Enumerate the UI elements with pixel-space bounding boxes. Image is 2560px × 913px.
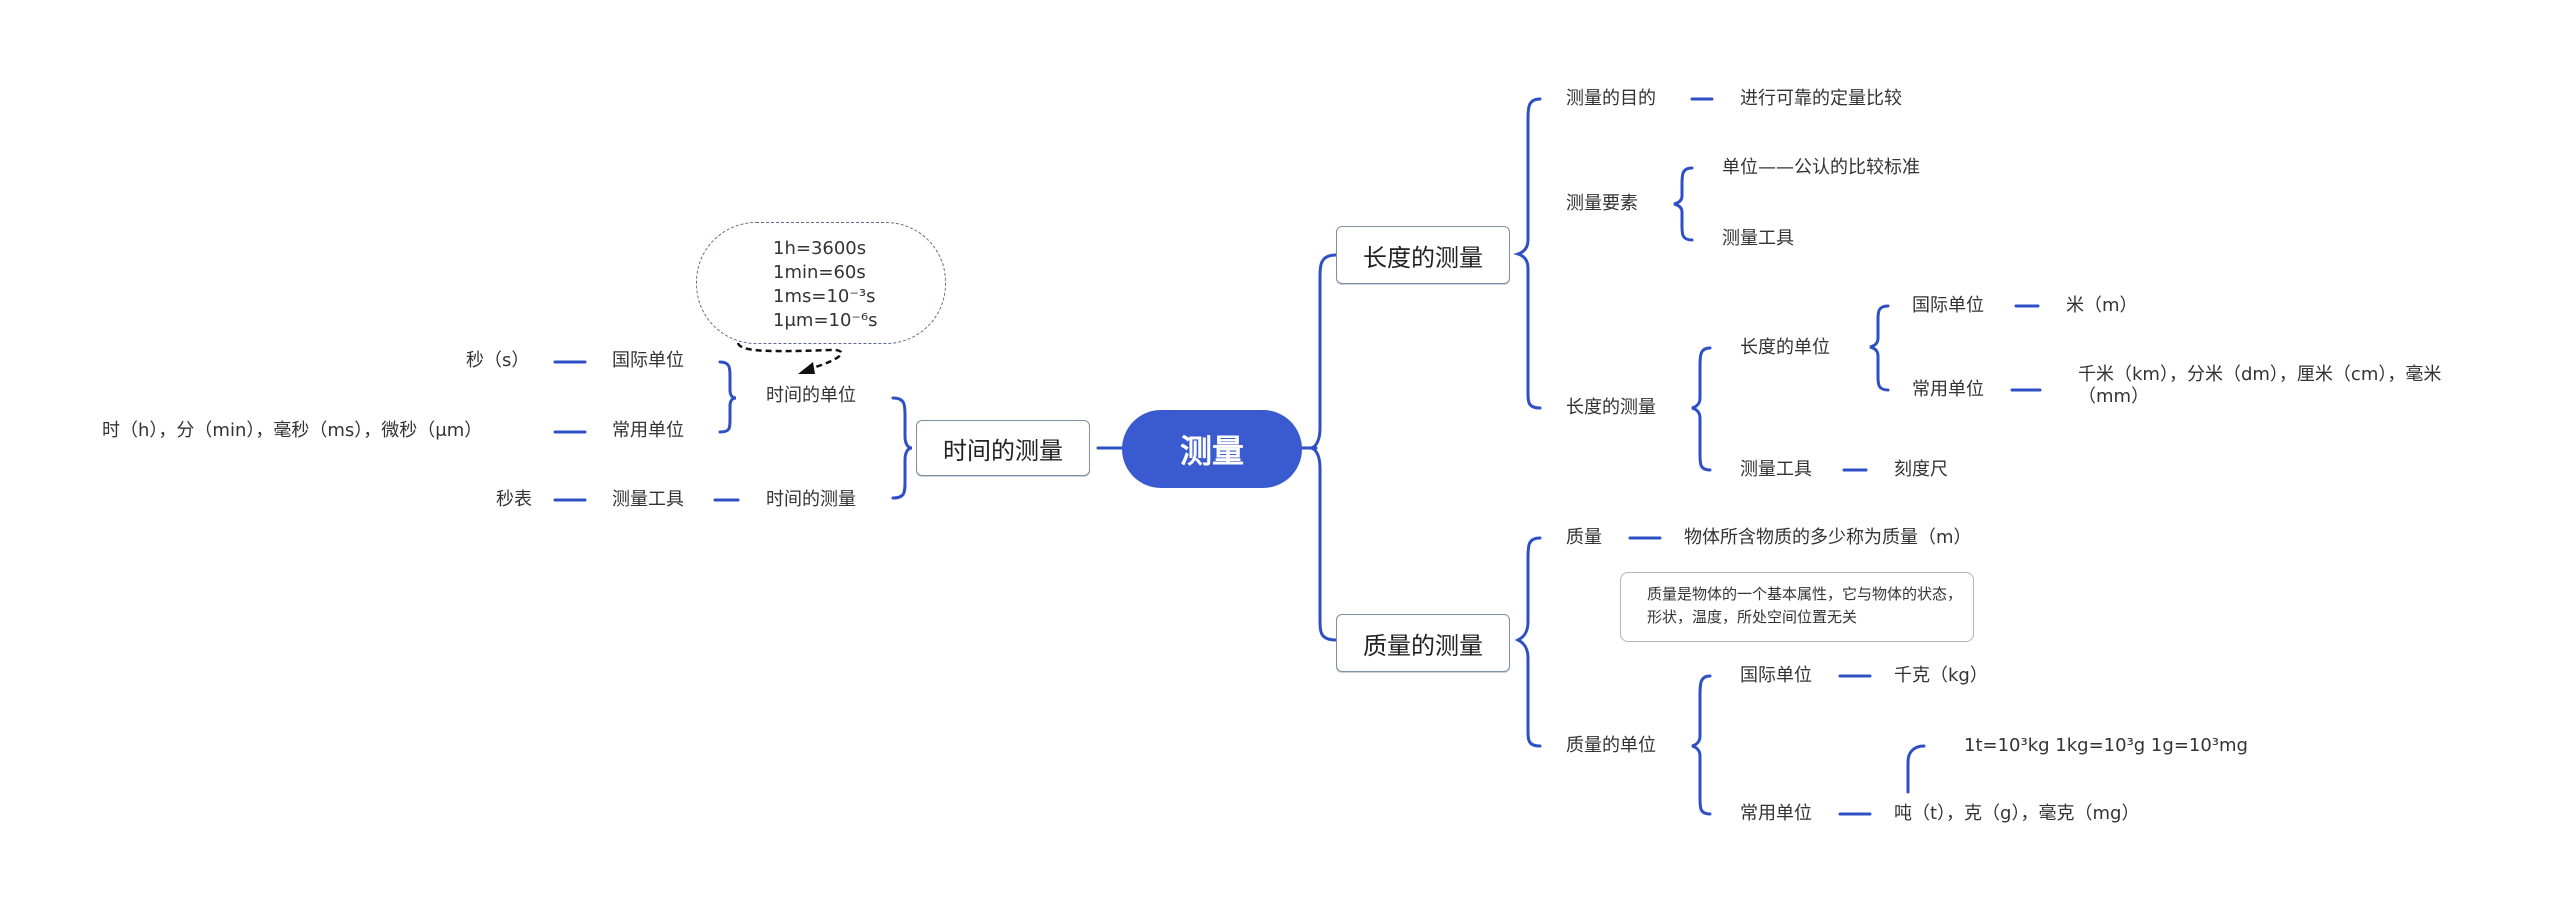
length-si-unit-value[interactable]: 米（m）: [2066, 295, 2138, 316]
time-measure-node[interactable]: 时间的测量: [766, 489, 856, 510]
mass-si-unit-label[interactable]: 国际单位: [1740, 665, 1812, 686]
mass-si-unit-value[interactable]: 千克（kg）: [1894, 665, 1988, 686]
mass-measurement-node[interactable]: 质量的测量: [1336, 614, 1510, 672]
length-si-unit-label[interactable]: 国际单位: [1912, 295, 1984, 316]
length-elements-label[interactable]: 测量要素: [1566, 193, 1638, 214]
time-si-unit-label[interactable]: 国际单位: [612, 350, 684, 371]
time-unit-node[interactable]: 时间的单位: [766, 385, 856, 406]
root-node[interactable]: 测量: [1122, 410, 1302, 488]
mass-common-unit-label[interactable]: 常用单位: [1740, 803, 1812, 824]
time-tool-value[interactable]: 秒表: [496, 489, 532, 510]
length-tool-value[interactable]: 刻度尺: [1894, 459, 1948, 480]
length-purpose-value[interactable]: 进行可靠的定量比较: [1740, 88, 1902, 109]
time-conversion-bubble[interactable]: 1h=3600s 1min=60s 1ms=10⁻³s 1μm=10⁻⁶s: [696, 222, 946, 344]
time-measurement-node[interactable]: 时间的测量: [916, 420, 1090, 476]
mass-note[interactable]: 质量是物体的一个基本属性，它与物体的状态，形状，温度，所处空间位置无关: [1620, 572, 1974, 642]
conversion-line: 1min=60s: [773, 262, 866, 283]
mass-common-unit-value[interactable]: 吨（t），克（g），毫克（mg）: [1894, 803, 2140, 824]
length-measurement-node[interactable]: 长度的测量: [1336, 226, 1510, 284]
conversion-line: 1ms=10⁻³s: [773, 286, 876, 307]
mass-definition[interactable]: 物体所含物质的多少称为质量（m）: [1684, 527, 1972, 548]
length-purpose-label[interactable]: 测量的目的: [1566, 88, 1656, 109]
time-tool-label[interactable]: 测量工具: [612, 489, 684, 510]
time-si-unit-value[interactable]: 秒（s）: [466, 350, 530, 371]
conversion-line: 1μm=10⁻⁶s: [773, 310, 878, 331]
length-element-tool[interactable]: 测量工具: [1722, 228, 1794, 249]
length-unit-node[interactable]: 长度的单位: [1740, 337, 1830, 358]
length-common-unit-label[interactable]: 常用单位: [1912, 379, 1984, 400]
mass-conversion[interactable]: 1t=10³kg 1kg=10³g 1g=10³mg: [1964, 735, 2248, 756]
length-element-unit[interactable]: 单位——公认的比较标准: [1722, 157, 1920, 178]
time-common-unit-label[interactable]: 常用单位: [612, 420, 684, 441]
mass-label[interactable]: 质量: [1566, 527, 1602, 548]
mass-unit-node[interactable]: 质量的单位: [1566, 735, 1656, 756]
conversion-line: 1h=3600s: [773, 238, 867, 259]
mass-note-text: 质量是物体的一个基本属性，它与物体的状态，形状，温度，所处空间位置无关: [1647, 585, 1963, 626]
length-common-unit-value[interactable]: 千米（km），分米（dm），厘米（cm），毫米（mm）: [2078, 364, 2442, 407]
length-tool-label[interactable]: 测量工具: [1740, 459, 1812, 480]
time-common-unit-value[interactable]: 时（h），分（min），毫秒（ms），微秒（μm）: [102, 420, 483, 441]
length-measure-node[interactable]: 长度的测量: [1566, 397, 1656, 418]
